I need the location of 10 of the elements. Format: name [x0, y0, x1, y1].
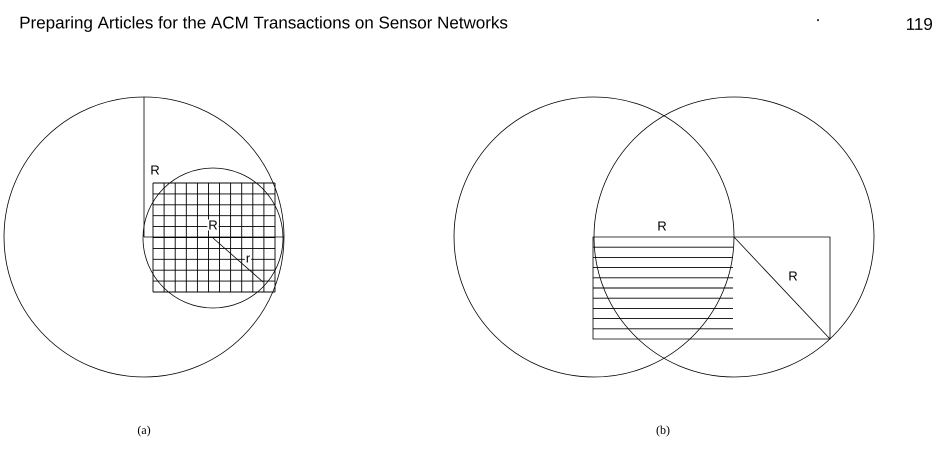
radius-label: R	[207, 220, 219, 230]
radius-label: r	[244, 254, 252, 264]
panel-label: (a)	[138, 426, 150, 436]
radius-label: R	[658, 222, 666, 230]
radius-label: R	[789, 272, 798, 280]
bullet: ·	[817, 19, 819, 22]
radius-label: R	[151, 166, 160, 174]
page-number: 119	[907, 18, 932, 30]
running-header: Preparing Articles for the ACM Transactions on Sensor Networks	[20, 16, 508, 32]
panel-label: (b)	[656, 426, 670, 436]
